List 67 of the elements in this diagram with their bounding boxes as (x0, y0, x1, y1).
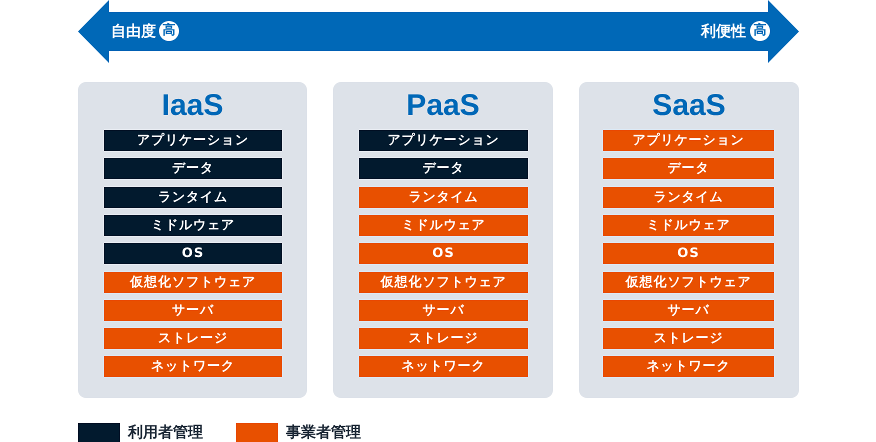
layer-label: ミドルウェア (151, 218, 235, 233)
layer-label: アプリケーション (137, 133, 249, 148)
layer-label: アプリケーション (632, 133, 744, 148)
layer-label: アプリケーション (388, 133, 500, 148)
layer-label: データ (668, 161, 710, 176)
layer-label: 仮想化ソフトウェア (626, 274, 752, 290)
level-label: 高 (754, 24, 766, 38)
layer-bar (359, 243, 528, 264)
layer-bar (359, 158, 528, 180)
layer-label: データ (172, 161, 214, 176)
layer-label: 仮想化ソフトウェア (380, 274, 506, 290)
layer-label: サーバ (668, 302, 710, 318)
band-label: 利便性 (701, 21, 746, 41)
layer-bar (104, 272, 282, 292)
level-label: 高 (162, 24, 176, 38)
layer-label: ミドルウェア (402, 218, 486, 233)
layer-label: ミドルウェア (646, 218, 730, 233)
band-label: 自由度 (111, 21, 156, 41)
layer-bar (359, 214, 528, 236)
panel-title: IaaS (162, 90, 224, 122)
layer-bar (603, 328, 774, 350)
layer-bar (603, 214, 774, 236)
layer-label: サーバ (172, 302, 214, 318)
layer-bar (104, 328, 282, 350)
layer-bar (603, 272, 774, 292)
layer-label: データ (422, 161, 464, 176)
panel-title: PaaS (406, 90, 480, 122)
layer-bar (603, 130, 774, 151)
panel-card (78, 82, 307, 398)
legend-label: 事業者管理 (286, 423, 361, 442)
layer-label: ストレージ (408, 331, 478, 346)
layer-label: サーバ (422, 302, 464, 318)
layer-label: OS (432, 246, 455, 262)
layer-label: OS (677, 246, 700, 262)
layer-label: OS (182, 246, 204, 262)
layer-label: ランタイム (654, 190, 724, 205)
layer-label: ネットワーク (646, 359, 730, 374)
layer-bar (104, 214, 282, 236)
layer-bar (104, 243, 282, 264)
legend-label: 利用者管理 (128, 423, 203, 442)
layer-bar (359, 186, 528, 208)
layer-label: 仮想化ソフトウェア (130, 274, 256, 290)
layer-label: ネットワーク (402, 359, 486, 374)
layer-bar (603, 356, 774, 378)
layer-bar (359, 300, 528, 321)
layer-label: ストレージ (654, 331, 724, 346)
layer-label: ランタイム (158, 190, 228, 205)
layer-bar (104, 356, 282, 378)
layer-bar (603, 300, 774, 321)
layer-bar (104, 300, 282, 321)
layer-bar (359, 272, 528, 292)
double-arrow-band (78, 0, 799, 63)
layer-bar (104, 186, 282, 208)
layer-label: ストレージ (158, 331, 228, 346)
panel-card (333, 82, 553, 398)
layer-bar (359, 356, 528, 378)
panel-card (579, 82, 799, 398)
layer-bar (603, 186, 774, 208)
panel-title: SaaS (652, 90, 726, 122)
layer-bar (104, 130, 282, 151)
layer-label: ネットワーク (151, 359, 235, 374)
layer-label: ランタイム (408, 190, 478, 205)
layer-bar (359, 130, 528, 151)
layer-bar (603, 158, 774, 180)
layer-bar (603, 243, 774, 264)
layer-bar (359, 328, 528, 350)
layer-bar (104, 158, 282, 180)
